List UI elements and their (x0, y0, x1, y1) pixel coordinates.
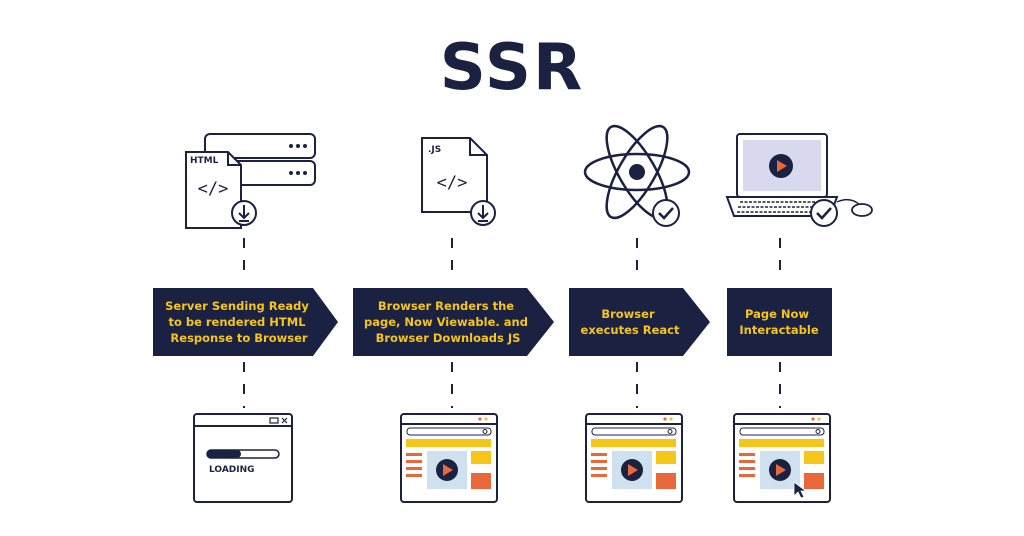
step-4-line-2: Interactable (739, 323, 818, 337)
browser-window-icon (585, 413, 683, 503)
mouse-icon (836, 198, 873, 217)
step-2-line-1: Browser Renders the (378, 299, 514, 313)
download-icon (470, 200, 496, 226)
checkmark-icon (810, 199, 838, 227)
svg-text:Server Sending Ready to: Server Sending Ready to be rendered HTML… (165, 299, 313, 345)
download-icon (231, 200, 257, 226)
step-1-line-1: Server Sending Ready (165, 299, 309, 313)
html-file-label: HTML (190, 156, 219, 166)
diagram-title: SSR (440, 31, 585, 105)
svg-text:Browser Renders the page: Browser Renders the page, Now Viewable. … (364, 299, 532, 345)
step-1-line-2: to be rendered HTML (168, 315, 306, 329)
connector-lines (243, 238, 781, 408)
browser-window-icon (400, 413, 498, 503)
step-1-line-3: Response to Browser (170, 331, 307, 345)
html-file-icon: HTML </> (185, 151, 242, 229)
step-box-4: Page Now Interactable (727, 288, 832, 356)
svg-text:Page Now Interactable: Page Now Interactable (739, 307, 818, 337)
step-box-3: Browser executes React (569, 288, 710, 356)
js-file-label: .JS (428, 145, 441, 155)
checkmark-icon (652, 199, 680, 227)
js-file-icon: .JS </> (421, 137, 488, 213)
js-code-glyph: </> (437, 173, 468, 193)
step-2-line-2: page, Now Viewable. and (364, 315, 528, 329)
step-3-line-1: Browser (601, 307, 655, 321)
loading-bar-fill (207, 450, 241, 458)
html-code-glyph: </> (198, 179, 229, 199)
step-box-2: Browser Renders the page, Now Viewable. … (353, 288, 554, 356)
svg-text:Browser executes React: Browser executes React (581, 307, 680, 337)
browser-window-icon (733, 413, 831, 503)
browser-window-icon: LOADING (193, 413, 293, 503)
step-4-line-1: Page Now (745, 307, 809, 321)
play-icon (769, 154, 793, 178)
laptop-icon (725, 133, 839, 217)
cursor-icon (793, 481, 808, 499)
step-2-line-3: Browser Downloads JS (376, 331, 521, 345)
loading-text: LOADING (209, 465, 255, 475)
step-box-1: Server Sending Ready to be rendered HTML… (153, 288, 338, 356)
step-3-line-2: executes React (581, 323, 680, 337)
